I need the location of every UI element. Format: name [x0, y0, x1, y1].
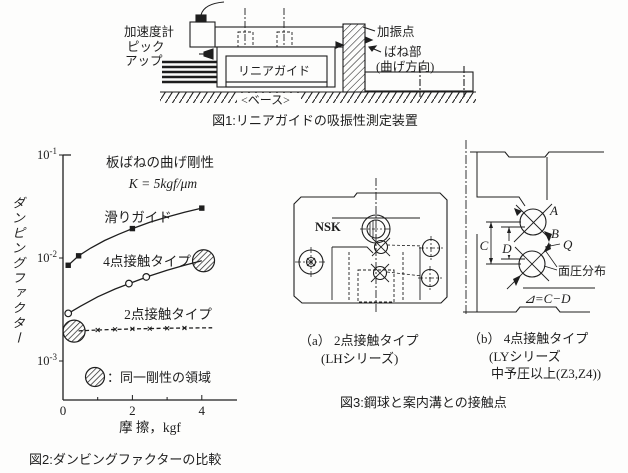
- accelerometer-cable: [200, 1, 225, 16]
- fig3a-diagram: NSK （a） 2点接触タイプ (LHシリーズ): [293, 178, 448, 366]
- spring-wall: [342, 23, 366, 93]
- y-tick-label: 10-2: [37, 249, 57, 265]
- fig3b-caption-line1: （b） 4点接触タイプ: [468, 331, 588, 346]
- spring-arrow-right: [364, 36, 374, 44]
- accelerometer-label-line1: 加速度計: [124, 24, 174, 39]
- fig3b-caption-line3: 中予圧以上(Z3,Z4)): [491, 366, 601, 381]
- leaf-springs: [162, 60, 217, 84]
- series-line-1: [67, 207, 202, 266]
- base-label: <ベース>: [241, 93, 290, 107]
- x-tick-label: 0: [60, 403, 67, 418]
- fig3a-caption-line2: (LHシリーズ): [321, 351, 398, 366]
- top-bolt: [360, 214, 392, 244]
- marker-tick: [130, 326, 135, 332]
- marker-tick: [182, 325, 187, 331]
- pressure-distribution-label: 面圧分布: [558, 264, 606, 278]
- linear-guide-box: [225, 55, 328, 83]
- x-tick-label: 4: [199, 403, 206, 418]
- legend-label: ：同一剛性の領域: [107, 370, 211, 385]
- series-label-1: 滑りガイド: [104, 210, 172, 225]
- legend-hatched-circle: [84, 366, 106, 388]
- accelerometer-connector: [195, 14, 207, 23]
- y-tick-label: 10-1: [37, 146, 57, 162]
- bend-direction-label: (曲げ方向): [376, 59, 434, 74]
- top-plate: [214, 26, 344, 48]
- series-label-2: 4点接触タイプ: [103, 253, 191, 269]
- y-tick-label: 10-3: [37, 352, 57, 368]
- accelerometer-label-line3: アップ: [125, 54, 163, 68]
- nsk-brand-label: NSK: [315, 220, 341, 234]
- delta-formula: ⊿=C−D: [524, 291, 571, 306]
- chart-title: 板ばねの曲げ剛性: [106, 155, 214, 170]
- ball-upper: [371, 237, 391, 257]
- marker-open-circle: [64, 309, 73, 318]
- axes: [62, 154, 237, 401]
- marker-tick: [95, 327, 101, 333]
- x-axis-title: 摩 擦，kgf: [119, 419, 181, 435]
- dim-D-label: D: [501, 241, 512, 256]
- fig3b-diagram: C D A B Q 面圧分布 ⊿=C−D （b） 4点接触タイプ (LYシリーズ…: [463, 140, 606, 381]
- dim-C-label: C: [480, 238, 489, 253]
- marker-filled-square: [199, 205, 205, 211]
- contact-B-label: B: [551, 226, 559, 241]
- marker-filled-square: [129, 225, 136, 232]
- linear-guide-label: リニアガイド: [238, 64, 310, 78]
- right-bolts: [418, 236, 443, 290]
- dimension-C: [486, 221, 521, 265]
- ball-upper: [513, 203, 553, 243]
- marker-filled-square: [65, 262, 71, 268]
- ground-hatch: [160, 92, 476, 103]
- carriage-outline: [293, 192, 448, 304]
- chart-y-axis-title: ダンピングファクター: [10, 196, 25, 346]
- rail-strip: [225, 81, 328, 88]
- fig3b-caption-line2: (LYシリーズ: [489, 349, 561, 364]
- fig1-caption: 図1:リニアガイドの吸振性測定装置: [212, 113, 418, 128]
- fig3a-caption-line1: （a） 2点接触タイプ: [299, 333, 419, 348]
- marker-tick: [112, 326, 118, 332]
- marker-open-circle: [142, 273, 151, 281]
- marker-open-circle: [125, 279, 133, 288]
- contact-Q-label: Q: [563, 237, 573, 252]
- accelerometer-box: [189, 21, 216, 48]
- accelerometer-label-line2: ピック: [127, 40, 165, 54]
- ball-lower: [370, 263, 390, 283]
- x-tick-label: 2: [129, 403, 136, 418]
- marker-tick: [147, 326, 153, 332]
- excitation-point-label: 加振点: [377, 25, 415, 39]
- contact-A-label: A: [549, 203, 558, 218]
- left-bolt: [295, 247, 327, 277]
- fig2-caption: 図2:ダンビングファクターの比較: [29, 452, 222, 467]
- same-stiffness-region-marker: [191, 249, 216, 273]
- fig1-diagram: <ベース> 加速度計 ピック アップ 加振点 ばね部 (曲げ方向) リニアガイド: [124, 1, 476, 107]
- pickup-sensor: [203, 48, 214, 60]
- marker-tick: [164, 325, 170, 331]
- same-stiffness-region-marker: [62, 319, 86, 343]
- excitation-leader: [362, 26, 376, 32]
- chart-subtitle: K = 5kgf/μm: [128, 176, 198, 191]
- spring-arrow-left: [335, 41, 345, 49]
- series-label-3: 2点接触タイプ: [124, 306, 212, 322]
- marker-filled-square: [75, 253, 82, 259]
- fig3-caption: 図3:鋼球と案内溝との接触点: [340, 395, 507, 410]
- rail-dashed: [357, 269, 395, 303]
- spring-part-label: ばね部: [384, 44, 422, 59]
- base-bar: [364, 71, 474, 92]
- fig2-chart: 10-1 10-2 10-3 0 2 4 摩 擦，kgf 滑りガイド 4点接触タイプ 2点接触タイ…: [37, 146, 237, 435]
